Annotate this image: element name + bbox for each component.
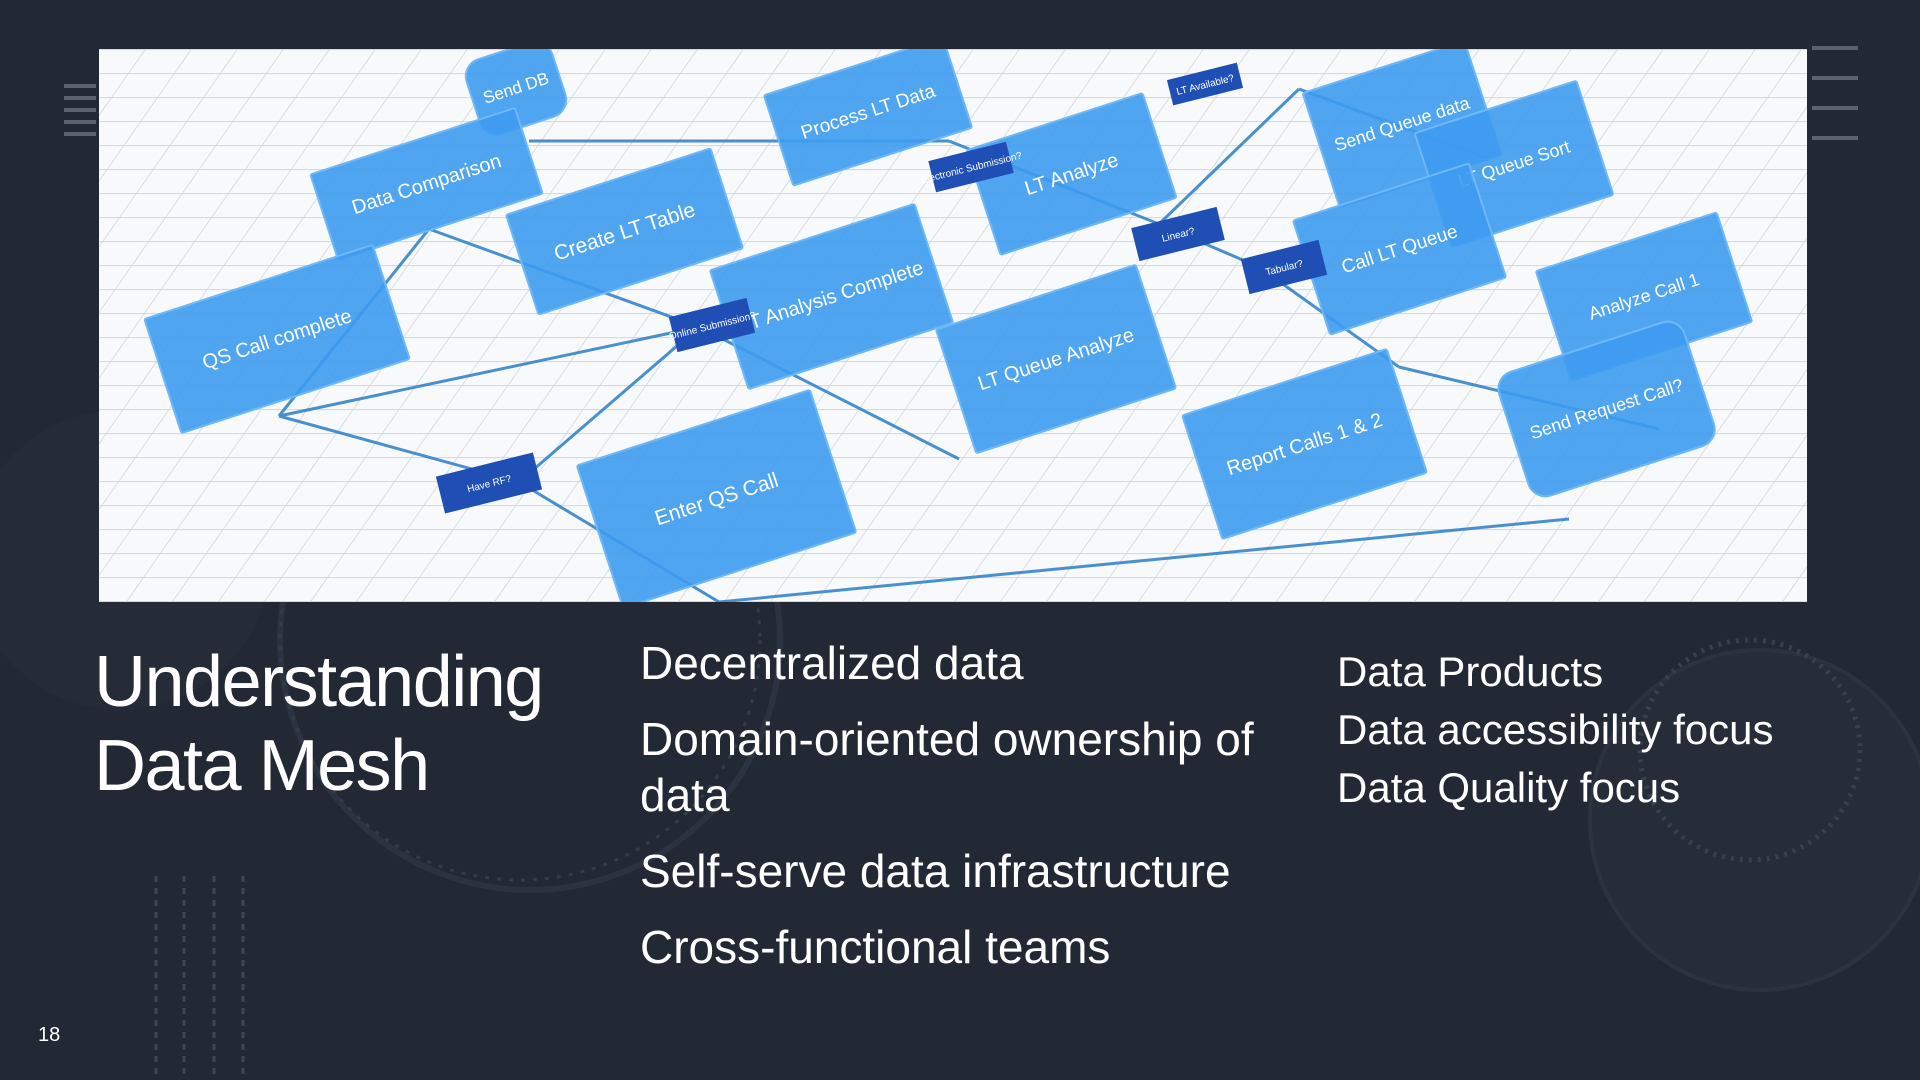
principles-list: Decentralized data Domain-oriented owner… [640,635,1300,995]
diagram-panel: Report Calls 1 & 2 [1181,348,1428,540]
list-item: Data Products [1337,648,1604,695]
diagram-panel: Create LT Table [505,147,744,316]
diagram-panel: Analyze Call 1 [1535,211,1753,382]
list-item: Cross-functional teams [640,921,1111,973]
diagram-panel: Send Request Call? [1497,320,1716,498]
title-line-1: Understanding [94,642,544,722]
list-item: Data Quality focus [1337,764,1681,811]
diagram-connector: Tabular? [1240,239,1328,295]
diagram-panel: QS Call complete [143,244,411,434]
diagram-connector: Have RF? [435,452,543,514]
diagram-panel: Process LT Data [763,49,973,187]
diagram-panel: Send DB [464,49,568,136]
diagram-panel: LT Analyze [966,92,1177,256]
diagram-panel: LT Analysis Complete [709,203,954,390]
diagram-panel: Enter QS Call [576,389,857,602]
list-item: Decentralized data [640,637,1024,689]
diagram-panel: LT Queue Analyze [935,264,1177,454]
list-item: Domain-oriented ownership of data [640,713,1254,821]
list-item: Self-serve data infrastructure [640,845,1231,897]
slide-title: Understanding Data Mesh [94,640,614,808]
diagram-connector: Linear? [1131,206,1225,262]
list-item: Data accessibility focus [1337,706,1774,753]
diagram-panel: Data Comparison [309,107,544,261]
title-line-2: Data Mesh [94,726,430,806]
page-number: 18 [38,1024,61,1046]
focus-areas-list: Data Products Data accessibility focus D… [1337,643,1897,817]
